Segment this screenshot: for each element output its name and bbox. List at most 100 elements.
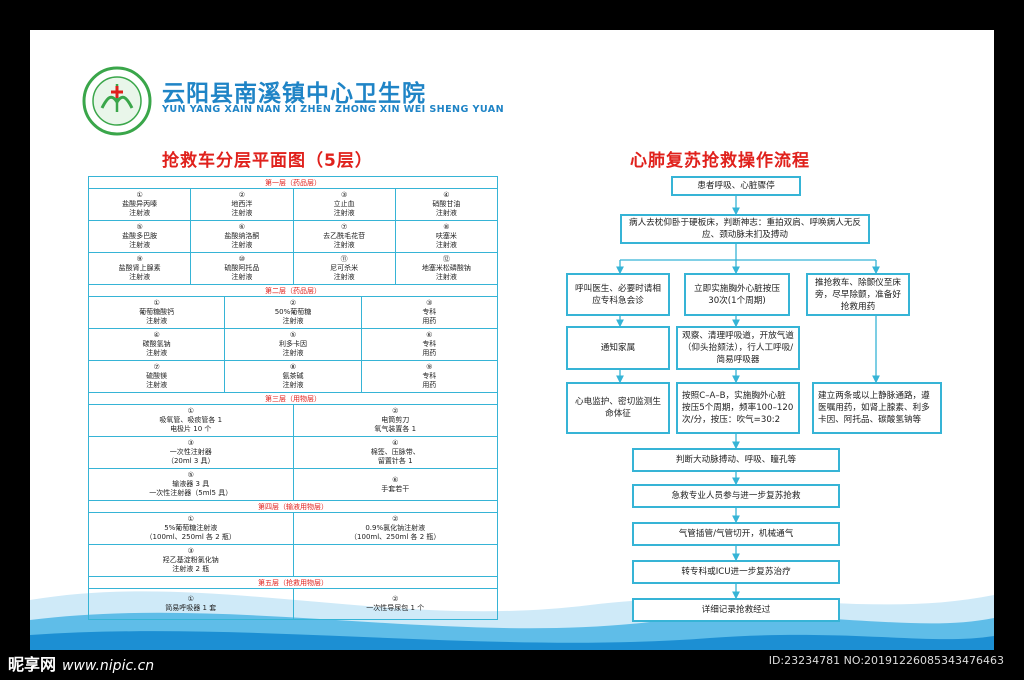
layer-heading: 第五层（抢救用物层）: [89, 577, 497, 589]
cell-text: 用药: [422, 349, 437, 357]
hospital-logo-icon: [82, 66, 152, 136]
cell-text: 注射液: [435, 241, 457, 249]
cell-text: 利多卡因: [278, 340, 307, 348]
layer-heading: 第三层（用物层）: [89, 393, 497, 405]
cell-text: 手套若干: [381, 484, 410, 493]
cell-text: 注射液: [231, 209, 253, 217]
cell-text: 简易呼吸器 1 套: [165, 604, 217, 612]
flow-step-notify-family: 通知家属: [566, 326, 670, 370]
cell-text: 注射液: [231, 273, 253, 281]
cell-text: 盐酸纳洛酮: [224, 232, 260, 240]
flow-step-monitor: 心电监护、密切监测生命体征: [566, 382, 670, 434]
cell-text: 注射液: [146, 381, 168, 389]
cell-number: ①: [153, 299, 160, 307]
watermark-url: www.nipic.cn: [62, 658, 155, 674]
flow-step-call-doctor: 呼叫医生、必要时请相应专科急会诊: [566, 273, 670, 316]
cell-number: ⑦: [153, 363, 160, 371]
cell-text: 硝酸甘油: [432, 200, 461, 208]
cell-text: 注射液: [231, 241, 253, 249]
hospital-name-en: YUN YANG XAIN NAN XI ZHEN ZHONG XIN WEI …: [162, 104, 504, 115]
cart-layout-title: 抢救车分层平面图（5层）: [162, 151, 373, 171]
cell-number: ②: [392, 407, 399, 415]
cell-text: 专科: [422, 308, 437, 316]
cell-text: 注射液: [435, 273, 457, 281]
cell-text: 葡萄糖酸钙: [139, 308, 175, 316]
cell-text: 电极片 10 个: [170, 425, 212, 433]
cell-number: ②: [392, 515, 399, 523]
cell-text: 5%葡萄糖注射液: [164, 524, 218, 532]
flow-step-arrest: 患者呼吸、心脏骤停: [671, 176, 801, 196]
cell-text: 注射液: [282, 349, 304, 357]
cell-text: （100ml、250ml 各 2 瓶）: [145, 533, 236, 541]
cell-text: 0.9%氯化钠注射液: [365, 524, 426, 532]
cell-text: 氧气装置各 1: [374, 425, 417, 433]
cell-number: ④: [392, 439, 399, 447]
cell-text: 电筒剪刀: [381, 416, 410, 424]
cell-number: ⑥: [392, 475, 399, 484]
cell-text: 注射液: [282, 381, 304, 389]
cell-text: 盐酸异丙嗪: [122, 200, 158, 208]
cell-number: ③: [187, 547, 194, 555]
cell-text: 呋塞米: [435, 232, 457, 240]
cell-text: 注射液: [129, 209, 151, 217]
cell-number: ②: [289, 299, 297, 307]
cell-text: 注射液: [129, 273, 151, 281]
cell-text: 注射液: [435, 209, 457, 217]
cell-number: ⑫: [442, 255, 450, 263]
cell-number: ⑧: [289, 363, 297, 371]
flow-step-icu: 转专科或ICU进一步复苏治疗: [632, 560, 840, 584]
cell-text: 地塞米松磷酸钠: [421, 264, 471, 272]
cell-number: ②: [392, 595, 399, 603]
cell-number: ④: [443, 191, 450, 199]
cell-text: 用药: [422, 317, 437, 325]
cell-number: ①: [187, 515, 194, 523]
flow-step-assess: 病人去枕仰卧于硬板床，判断神志：重拍双肩、呼唤病人无反应、颈动脉未扪及搏动: [620, 214, 870, 244]
cell-text: （100ml、250ml 各 2 瓶）: [350, 533, 441, 541]
cell-number: ①: [136, 191, 143, 199]
cell-text: 地西泮: [231, 200, 253, 208]
cell-text: 棉签、压脉带、: [370, 448, 420, 456]
cell-number: ①: [187, 595, 194, 603]
flow-step-record: 详细记录抢救经过: [632, 598, 840, 622]
flow-step-professionals: 急救专业人员参与进一步复苏抢救: [632, 484, 840, 508]
cell-text: 专科: [422, 340, 437, 348]
cell-number: ⑨: [426, 363, 433, 371]
table-cell: [294, 545, 498, 576]
cell-text: 输液器 3 具: [172, 480, 210, 488]
watermark-brand: 昵享网: [8, 655, 57, 674]
cell-text: 注射液: [146, 317, 168, 325]
layer-heading: 第四层（输液用物层）: [89, 501, 497, 513]
cell-text: 专科: [422, 372, 437, 380]
flow-step-cab: 按照C–A–B，实施胸外心脏按压5个周期，频率100–120次/分，按压：吹气=…: [676, 382, 800, 434]
cell-number: ⑨: [136, 255, 143, 263]
cell-number: ⑥: [238, 223, 246, 231]
cell-number: ⑤: [289, 331, 297, 339]
cell-number: ⑥: [426, 331, 433, 339]
cell-text: 注射液: [333, 241, 355, 249]
cell-number: ①: [187, 407, 194, 415]
cpr-flow-title: 心肺复苏抢救操作流程: [630, 151, 810, 171]
cell-text: 注射液: [129, 241, 151, 249]
